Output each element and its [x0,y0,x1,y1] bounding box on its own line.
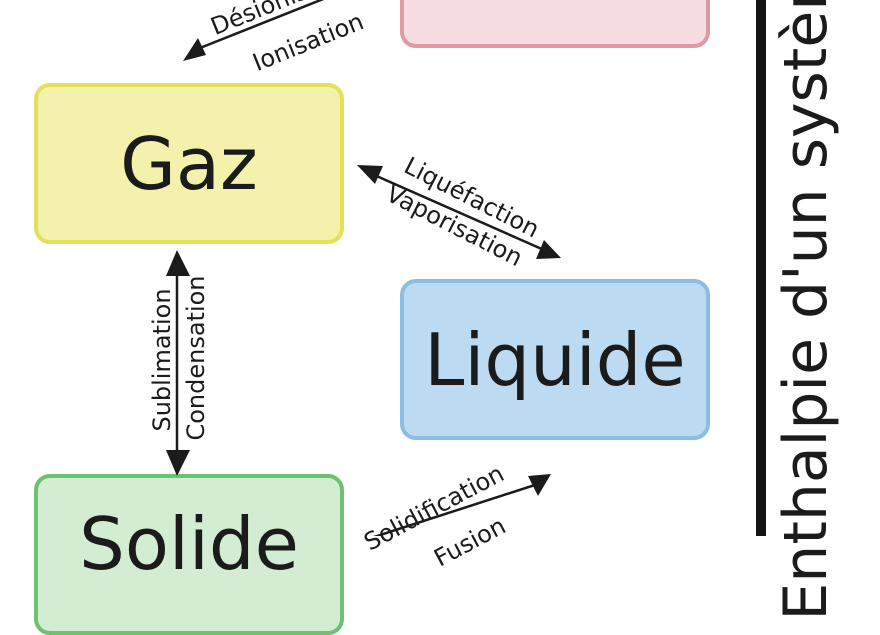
arrowhead-to-liquide [536,240,561,259]
arrowhead-to-gaz-bottom [166,250,190,276]
arrowhead-to-solide [166,450,190,476]
liquide-state-label: Liquide [424,317,686,402]
liquide-state-box: Liquide [400,279,710,440]
transition-arrows [166,0,561,536]
gaz-liquide-arrow-line [371,172,545,252]
arrowhead-to-gaz-top [183,38,206,61]
plasma-gaz-arrow-line [199,0,325,50]
enthalpy-axis-label: Enthalpie d'un système [771,0,841,621]
condensation-label: Condensation [182,275,210,441]
sublimation-label: Sublimation [148,288,176,432]
arrowhead-to-liquide-from-solide [528,474,551,496]
gaz-state-label: Gaz [120,121,258,206]
arrowhead-to-gaz-right [357,165,383,184]
plasma-state-box [400,0,710,48]
liquide-solide-arrow-line [373,482,539,536]
gaz-state-box: Gaz [34,83,344,244]
enthalpy-axis-bar [756,0,766,536]
